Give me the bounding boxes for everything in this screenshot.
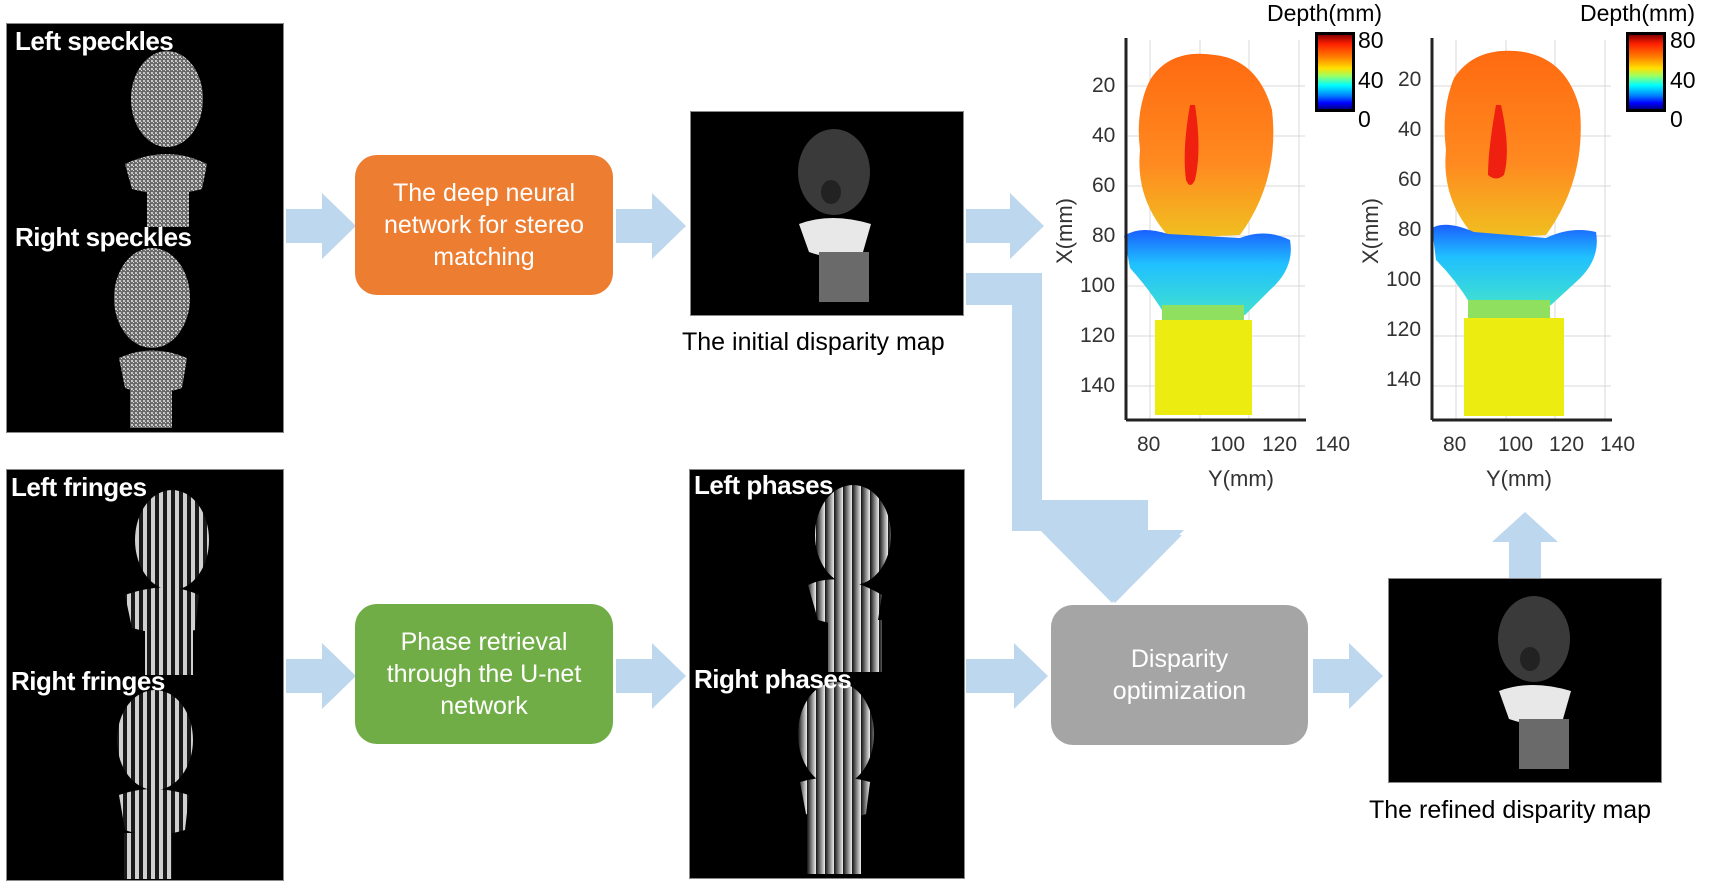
y-tick-label: 120 bbox=[1080, 324, 1116, 347]
phase-bust-bottom-image bbox=[798, 682, 874, 874]
x-tick-label: 100 bbox=[1210, 433, 1246, 456]
arrow-right-icon bbox=[966, 193, 1044, 259]
colorbar-tick: 0 bbox=[1358, 106, 1371, 132]
plot-axes bbox=[1124, 38, 1306, 422]
y-tick-label: 60 bbox=[1398, 168, 1422, 191]
y-tick-label: 40 bbox=[1398, 118, 1422, 141]
y-tick-label: 20 bbox=[1092, 74, 1116, 97]
y-tick-label: 100 bbox=[1080, 274, 1116, 297]
colorbar-tick: 80 bbox=[1358, 27, 1384, 53]
colorbar-tick: 40 bbox=[1358, 67, 1384, 93]
y-tick-label: 140 bbox=[1386, 368, 1422, 391]
y-tick-label: 20 bbox=[1398, 68, 1422, 91]
disparity-optimization-box[interactable]: Disparity optimization bbox=[1051, 605, 1308, 745]
speckle-bust-bottom-image bbox=[114, 248, 190, 428]
fringe-bust-bottom-image bbox=[117, 690, 193, 879]
y-tick-label: 40 bbox=[1092, 124, 1116, 147]
x-tick-label: 140 bbox=[1600, 433, 1636, 456]
arrow-right-icon bbox=[966, 643, 1048, 709]
colorbar-tick: 40 bbox=[1670, 67, 1696, 93]
disparity-optimization-label: Disparity optimization bbox=[1112, 645, 1247, 705]
colorbar-tick: 80 bbox=[1670, 27, 1696, 53]
fringe-bust-top-image bbox=[125, 490, 209, 675]
phase-retrieval-unet-box[interactable]: Phase retrieval through the U-net networ… bbox=[355, 604, 613, 744]
colorbar-title: Depth(mm) bbox=[1580, 0, 1696, 26]
phase-retrieval-unet-label: Phase retrieval through the U-net networ… bbox=[386, 628, 582, 720]
arrow-right-icon bbox=[616, 643, 686, 709]
initial-disparity-map-caption: The initial disparity map bbox=[682, 328, 945, 356]
y-tick-label: 80 bbox=[1398, 218, 1422, 241]
refined-3d-reconstruction-plot: 20 40 60 80 100 120 140 80 100 120 140 Y… bbox=[1346, 0, 1716, 500]
depth-colorbar bbox=[1315, 32, 1355, 112]
colorbar-tick: 0 bbox=[1670, 106, 1683, 132]
y-tick-label: 100 bbox=[1386, 268, 1422, 291]
y-tick-label: 120 bbox=[1386, 318, 1422, 341]
stereo-matching-network-box[interactable]: The deep neural network for stereo match… bbox=[355, 155, 613, 295]
initial-disparity-map-image bbox=[690, 111, 964, 316]
speckle-bust-top-image bbox=[125, 51, 207, 227]
refined-disparity-map-image bbox=[1388, 578, 1662, 783]
speckles-image-panel: Left speckles Right speckles bbox=[6, 23, 284, 433]
depth-colorbar bbox=[1626, 32, 1666, 112]
y-tick-label: 60 bbox=[1092, 174, 1116, 197]
x-tick-label: 80 bbox=[1443, 433, 1467, 456]
left-phases-label: Left phases bbox=[694, 470, 834, 500]
y-tick-label: 80 bbox=[1092, 224, 1116, 247]
plot-axes bbox=[1430, 38, 1612, 422]
initial-3d-reconstruction-plot: 20 40 60 80 100 120 140 80 100 120 140 Y… bbox=[1040, 0, 1400, 500]
arrow-right-icon bbox=[1313, 643, 1383, 709]
x-tick-label: 120 bbox=[1549, 433, 1585, 456]
x-axis-label: Y(mm) bbox=[1208, 466, 1274, 491]
x-tick-label: 140 bbox=[1315, 433, 1351, 456]
x-axis-label: Y(mm) bbox=[1486, 466, 1552, 491]
elbow-arrow-down-icon bbox=[966, 273, 1184, 603]
right-phases-label: Right phases bbox=[694, 664, 852, 694]
y-tick-label: 140 bbox=[1080, 374, 1116, 397]
refined-disparity-map-caption: The refined disparity map bbox=[1369, 796, 1652, 824]
left-fringes-label: Left fringes bbox=[11, 472, 147, 502]
phases-image-panel: Left phases Right phases bbox=[689, 469, 965, 879]
x-tick-label: 100 bbox=[1498, 433, 1534, 456]
arrow-right-icon bbox=[286, 193, 356, 259]
fringes-image-panel: Left fringes Right fringes bbox=[6, 469, 284, 881]
arrow-right-icon bbox=[286, 643, 356, 709]
right-fringes-label: Right fringes bbox=[11, 666, 165, 696]
y-axis-label: X(mm) bbox=[1051, 198, 1077, 264]
phase-bust-top-image bbox=[808, 485, 891, 672]
arrow-up-icon bbox=[1492, 512, 1558, 578]
x-tick-label: 120 bbox=[1262, 433, 1298, 456]
colorbar-title: Depth(mm) bbox=[1267, 0, 1383, 26]
x-tick-label: 80 bbox=[1137, 433, 1161, 456]
right-speckles-label: Right speckles bbox=[15, 222, 192, 252]
arrow-right-icon bbox=[616, 193, 686, 259]
y-axis-label: X(mm) bbox=[1357, 198, 1383, 264]
stereo-matching-network-label: The deep neural network for stereo match… bbox=[383, 179, 585, 271]
left-speckles-label: Left speckles bbox=[15, 26, 174, 56]
